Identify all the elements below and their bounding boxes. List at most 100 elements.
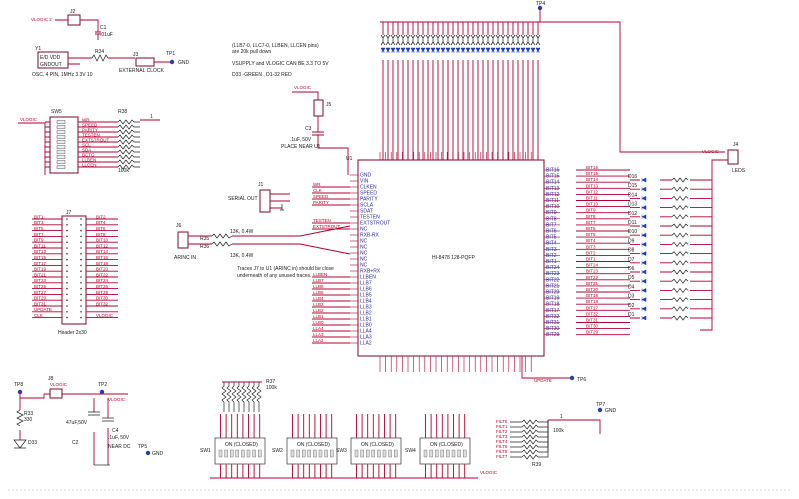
led-diode-icon (475, 47, 481, 53)
led-diode-icon (405, 47, 411, 53)
j7-right-net-label: BIT30 (96, 296, 109, 301)
dip-switch-lever (463, 449, 467, 458)
led-diode-icon (435, 47, 441, 53)
u1-left-pin-label: VIN (360, 179, 369, 185)
led-diode-icon (490, 47, 496, 53)
u1-right-pin-label: BIT21 (546, 283, 560, 289)
right-led-label: D14 (628, 192, 637, 198)
right-led-label: D10 (628, 229, 637, 235)
top-led-array (380, 22, 541, 160)
dip-switch-lever (371, 449, 375, 458)
sw5-switch-rows: WRSPEEDPARITYTESTENEXTSTROUTSCLSDABCTGLL… (45, 117, 140, 170)
dip-switch-lever (429, 449, 433, 458)
j7-right-net-label: BIT10 (96, 238, 109, 243)
dip-switch-lever (451, 449, 456, 458)
j6-connector (177, 231, 189, 249)
u1-left-pin-label: LLB5 (360, 293, 372, 299)
r39-net-label: FILT7 (496, 454, 508, 459)
vlogic-sw5-label: VLOGIC (20, 117, 38, 122)
r33-value: 330 (24, 417, 33, 423)
right-led-label: D1 (628, 312, 635, 318)
sw5-switch (56, 140, 66, 144)
j7-pin (80, 258, 82, 261)
sw5-net-label: LLCEN (82, 162, 97, 167)
tp7-label: TP7 (596, 402, 605, 408)
dip-switch-lever (218, 449, 223, 458)
u1-left-pin-label: LLB3 (360, 305, 372, 311)
led-diode-icon (390, 47, 396, 53)
j2-connector (67, 14, 81, 26)
dip-switch-lever (318, 449, 323, 458)
j7-pin (66, 270, 68, 273)
u1-right-net-label: BIT10 (586, 202, 599, 207)
r36-label: R36 (200, 244, 209, 250)
led-diode-icon (380, 47, 386, 53)
u1-right-pin-label: BIT30 (546, 326, 560, 332)
top-led-resistor (500, 34, 506, 46)
u1-left-net-label: LLB4 (313, 296, 324, 301)
led-diode-icon (385, 47, 391, 53)
j7-pin (80, 224, 82, 226)
j7-right-net-label: BIT20 (96, 267, 109, 272)
top-led-resistor (455, 34, 461, 46)
r38-resistor (117, 149, 140, 155)
r38-label: R38 (118, 109, 127, 115)
j7-pin (80, 276, 82, 278)
led-diode-icon (400, 47, 406, 53)
top-led-resistor (525, 34, 531, 46)
led-diode-icon (415, 47, 421, 53)
r39-resistor (510, 420, 549, 450)
j1-serial-out: J1 SERIAL OUT (228, 182, 290, 213)
right-led-resistor (671, 297, 689, 303)
u1-right-net-label: BIT23 (586, 269, 599, 274)
y1-label: Y1 (35, 46, 41, 52)
j1-connector (259, 189, 271, 213)
u1-right-net-label: BIT11 (586, 196, 598, 201)
tp1-label: TP1 (166, 51, 175, 57)
u1-right-pin-label: BIT18 (546, 302, 560, 308)
c1-label: C1 (100, 25, 107, 31)
j7-pin (66, 241, 68, 243)
top-led-resistor (400, 34, 406, 46)
top-led-resistor (510, 34, 516, 46)
r39-resistor (510, 419, 549, 425)
top-led-resistor (385, 34, 391, 46)
sw2-on-label: ON (CLOSED) (297, 442, 330, 448)
osc-description: OSC, 4 PIN, 1MHz 3.3V 10 (32, 72, 93, 78)
sw1-on-label: ON (CLOSED) (225, 442, 258, 448)
right-led-label: D4 (628, 284, 635, 290)
r36-value: 13K, 0.4W (230, 253, 254, 259)
right-led-label: D5 (628, 275, 635, 281)
u1-right-net-label: BIT13 (586, 183, 599, 188)
sw5-switch (56, 130, 66, 134)
u1-left-net-label: EXTSTROUT (313, 224, 341, 229)
sw4-on-label: ON (CLOSED) (430, 442, 463, 448)
sw5-net-label: LLBEN (82, 157, 96, 162)
led-return-wire (700, 159, 728, 331)
u1-left-net-label: LLB2 (313, 308, 324, 313)
right-led-label: D12 (628, 211, 637, 217)
osc-pins-bottom: GNDOUT (40, 62, 62, 68)
sw1-body (214, 437, 266, 465)
j7-right-net-label: BIT18 (96, 261, 109, 266)
u1-left-pin-label: RXB-RX (360, 233, 380, 239)
u1-right-net-label: BIT4 (586, 238, 596, 243)
d33-label: D33 (28, 440, 37, 446)
led-diode-icon (470, 47, 476, 53)
u1-left-pin-label: NC (360, 227, 368, 233)
u1-left-pin-label: LLB0 (360, 323, 372, 329)
j7-left-net-label: BIT15 (34, 255, 47, 260)
j7-pin (66, 247, 68, 249)
right-led-label: D16 (628, 174, 637, 180)
j7-left-net-label: BIT9 (34, 238, 44, 243)
r39-resistor (510, 420, 549, 455)
sw5-switch (56, 135, 66, 139)
r38-resistor (117, 154, 140, 160)
tp7-point (597, 407, 603, 413)
r37-resistor (231, 382, 237, 412)
led-diode-icon (510, 47, 516, 53)
j7-left-net-label: CLK (34, 313, 43, 318)
